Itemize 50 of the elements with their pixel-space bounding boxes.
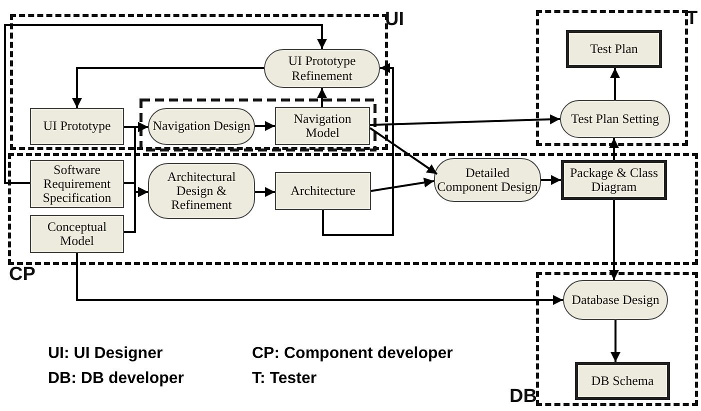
process-box (275, 107, 370, 145)
node-label: Navigation Design (152, 119, 250, 134)
rounded-process-box (563, 280, 668, 320)
process-box (30, 215, 124, 253)
region-label: DB (510, 387, 537, 406)
rounded-process-box (148, 108, 255, 145)
node-label: DB Schema (591, 374, 654, 388)
arrow (609, 138, 619, 160)
region-label: CP (9, 265, 36, 284)
rounded-process-box (148, 163, 255, 219)
node-label: Package & Class Diagram (568, 166, 660, 194)
arrow (124, 187, 148, 233)
arrow (255, 187, 275, 197)
arrow (609, 200, 619, 280)
node-label: Navigation Model (292, 112, 352, 140)
arrow (322, 63, 394, 236)
arrow (255, 121, 275, 131)
process-box (30, 108, 124, 145)
node-label: Detailed Component Design (436, 166, 539, 194)
node-label: Test Plan (590, 42, 638, 56)
arrow (610, 68, 620, 100)
legend-note: UI: UI Designer (48, 345, 163, 363)
arrow (317, 88, 327, 107)
process-box (575, 362, 670, 400)
process-box (275, 172, 371, 210)
process-box (30, 160, 124, 208)
node-label: Conceptual Model (46, 220, 108, 248)
arrow (72, 67, 264, 108)
node-label: UI Prototype Refinement (287, 54, 357, 83)
rounded-process-box (434, 158, 541, 202)
arrow (610, 320, 620, 362)
process-box (566, 30, 662, 68)
arrow (4, 24, 327, 184)
node-label: Architecture (290, 184, 356, 198)
arrow (369, 127, 438, 175)
node-label: Software Requirement Specification (42, 162, 112, 206)
rounded-process-box (264, 49, 380, 88)
arrow (370, 114, 560, 126)
rounded-process-box (560, 100, 670, 138)
process-box (561, 160, 667, 200)
node-label: Architectural Design & Refinement (166, 170, 237, 212)
node-label: UI Prototype (43, 119, 111, 134)
legend-note: T: Tester (252, 370, 317, 388)
node-label: Database Design (572, 292, 660, 308)
legend-note: DB: DB developer (48, 370, 184, 388)
arrow (541, 175, 561, 185)
node-label: Test Plan Setting (571, 112, 659, 126)
arrow (370, 178, 434, 192)
legend-note: CP: Component developer (252, 345, 453, 363)
arrow (76, 253, 563, 305)
